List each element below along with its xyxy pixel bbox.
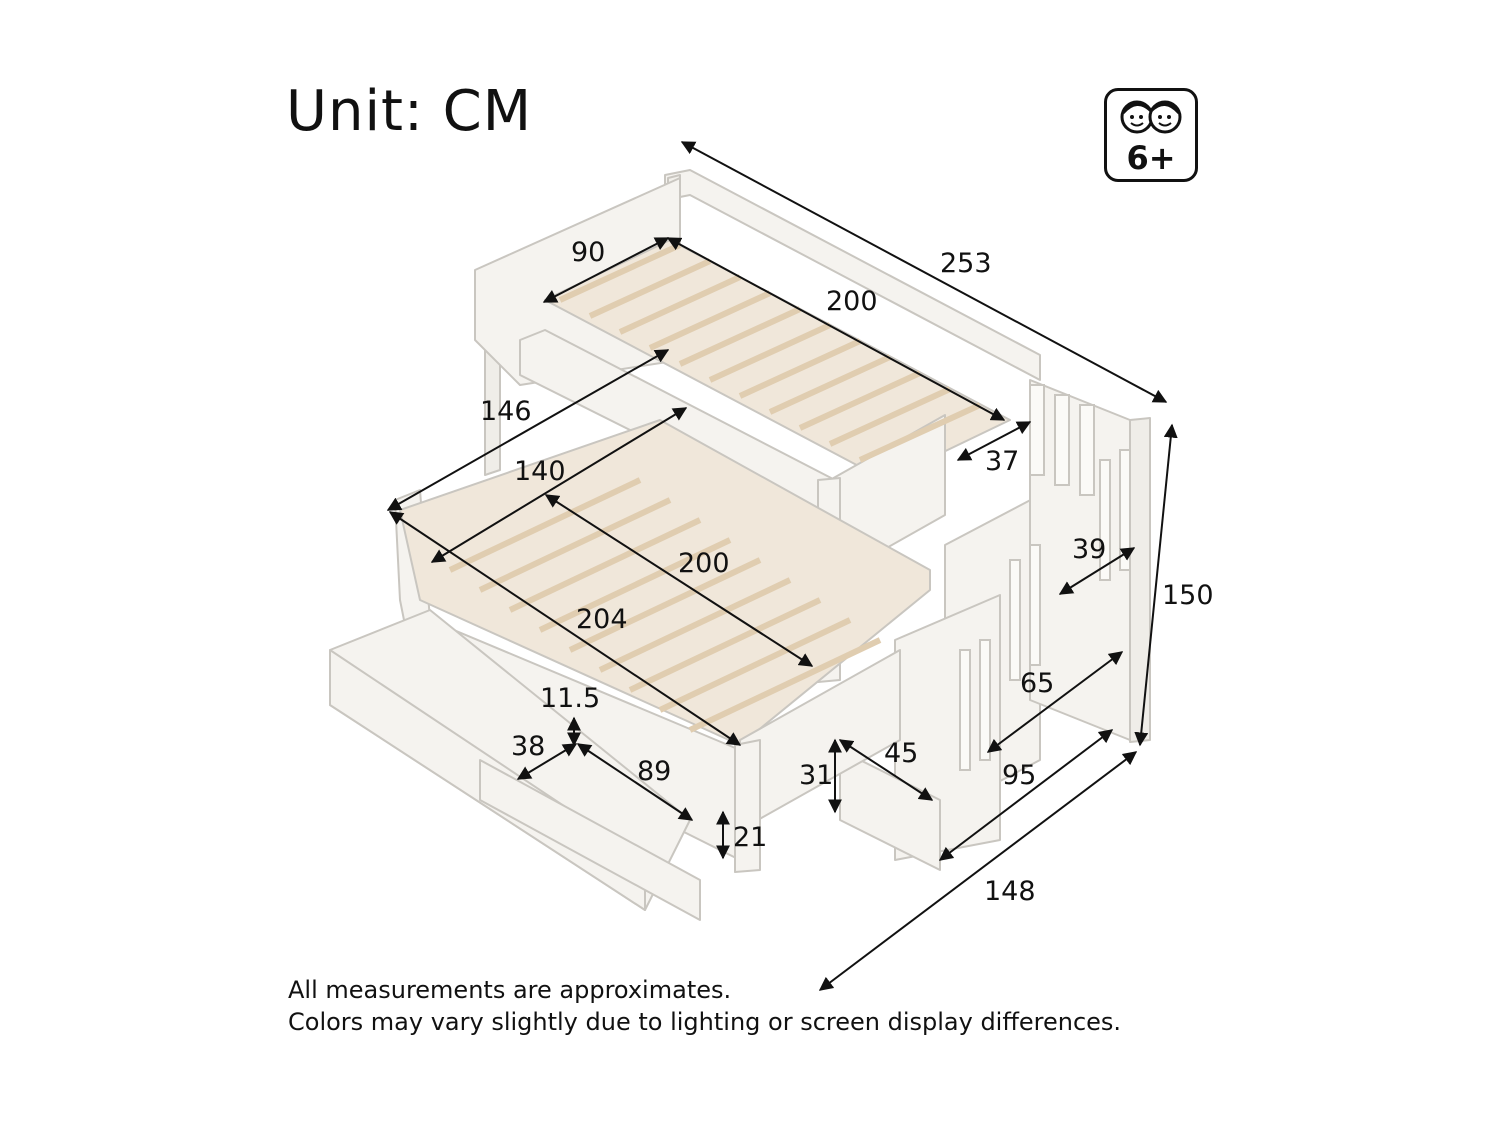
label-31: 31 (799, 760, 833, 791)
disclaimer-measurements: All measurements are approximates. (288, 976, 732, 1004)
label-21: 21 (733, 822, 767, 853)
label-200-lower: 200 (678, 548, 730, 579)
label-89: 89 (637, 756, 671, 787)
dim-line-39 (1058, 547, 1136, 595)
dim-line-148 (818, 751, 1138, 991)
label-90: 90 (571, 237, 605, 268)
label-11-5: 11.5 (540, 683, 600, 714)
children-faces-icon (1120, 100, 1182, 134)
dim-line-204 (388, 511, 742, 746)
label-37: 37 (985, 446, 1019, 477)
unit-label: Unit: CM (286, 79, 533, 144)
label-65: 65 (1020, 668, 1054, 699)
label-140: 140 (514, 456, 566, 487)
dim-line-150 (1134, 423, 1178, 747)
label-45: 45 (884, 738, 918, 769)
label-148: 148 (984, 876, 1036, 907)
label-38: 38 (511, 731, 545, 762)
stair-balusters (959, 384, 1131, 771)
dimension-labels: 253 90 200 37 146 140 200 204 11.5 38 89… (480, 237, 1214, 907)
label-39: 39 (1072, 534, 1106, 565)
dimension-lines (386, 141, 1178, 991)
label-95: 95 (1002, 760, 1036, 791)
label-150: 150 (1162, 580, 1214, 611)
dim-line-89 (576, 743, 694, 821)
dim-line-38 (516, 743, 578, 780)
dim-line-200-upper (666, 237, 1006, 421)
label-253: 253 (940, 248, 992, 279)
dim-line-90 (542, 237, 670, 303)
disclaimer-colors: Colors may vary slightly due to lighting… (288, 1008, 1122, 1036)
bed-illustration (329, 169, 1151, 921)
label-204: 204 (576, 604, 628, 635)
label-200-upper: 200 (826, 286, 878, 317)
dim-line-37 (956, 421, 1032, 461)
label-146: 146 (480, 396, 532, 427)
